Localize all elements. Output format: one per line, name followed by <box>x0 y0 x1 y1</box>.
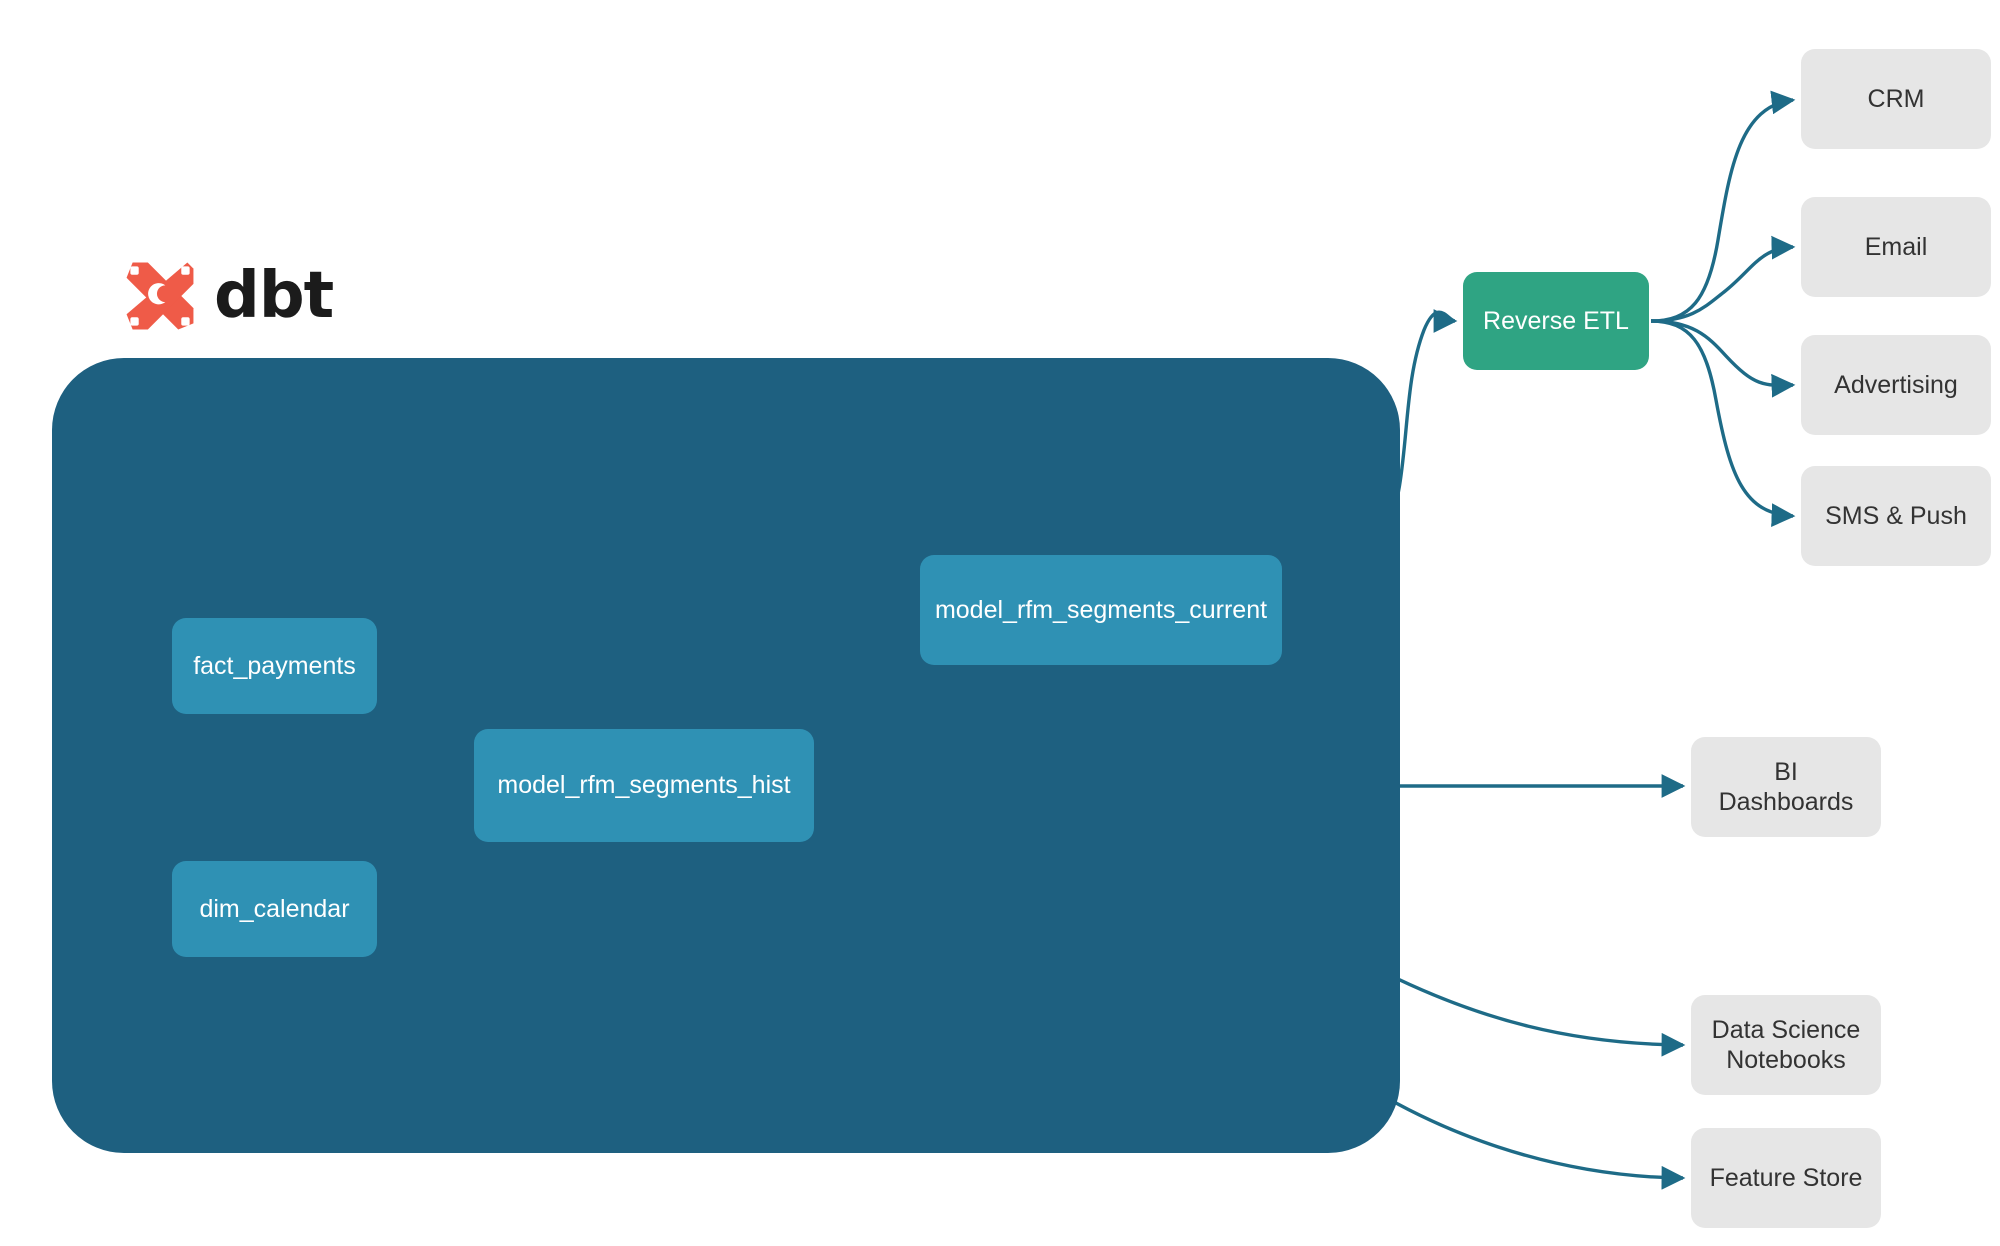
node-crm[interactable]: CRM <box>1801 49 1991 149</box>
node-label: Reverse ETL <box>1483 306 1629 335</box>
node-fact-payments[interactable]: fact_payments <box>172 618 377 714</box>
node-sms-push[interactable]: SMS & Push <box>1801 466 1991 566</box>
node-label: Email <box>1864 232 1928 261</box>
node-model-rfm-segments-hist[interactable]: model_rfm_segments_hist <box>474 729 814 842</box>
edge-reverse-etl-to-crm <box>1650 90 1796 323</box>
dbt-logo: dbt <box>122 258 334 334</box>
node-label: Feature Store <box>1709 1163 1863 1192</box>
node-label: model_rfm_segments_hist <box>497 771 791 800</box>
node-label: SMS & Push <box>1825 501 1967 530</box>
edge-reverse-etl-to-sms-push <box>1650 319 1796 527</box>
node-data-science-notebooks[interactable]: Data Science Notebooks <box>1691 995 1881 1095</box>
edge-reverse-etl-to-email <box>1650 235 1796 323</box>
node-label-line1: Data Science <box>1711 1015 1861 1044</box>
dbt-x-mark-icon <box>126 262 194 330</box>
node-label: CRM <box>1867 84 1925 113</box>
edge-reverse-etl-to-advertising <box>1650 319 1796 398</box>
node-label: BI Dashboards <box>1718 757 1854 817</box>
node-label: model_rfm_segments_current <box>934 595 1268 624</box>
node-label-line2: Notebooks <box>1726 1046 1846 1074</box>
node-label: Advertising <box>1834 370 1958 399</box>
node-advertising[interactable]: Advertising <box>1801 335 1991 435</box>
node-bi-dashboards[interactable]: BI Dashboards <box>1691 737 1881 837</box>
node-reverse-etl[interactable]: Reverse ETL <box>1463 272 1649 370</box>
dbt-wordmark: dbt <box>214 259 334 333</box>
node-model-rfm-segments-current[interactable]: model_rfm_segments_current <box>920 555 1282 665</box>
node-feature-store[interactable]: Feature Store <box>1691 1128 1881 1228</box>
node-label: dim_calendar <box>199 894 350 923</box>
node-label: Data Science Notebooks <box>1712 1015 1861 1076</box>
node-label: fact_payments <box>193 651 356 680</box>
node-dim-calendar[interactable]: dim_calendar <box>172 861 377 957</box>
node-email[interactable]: Email <box>1801 197 1991 297</box>
